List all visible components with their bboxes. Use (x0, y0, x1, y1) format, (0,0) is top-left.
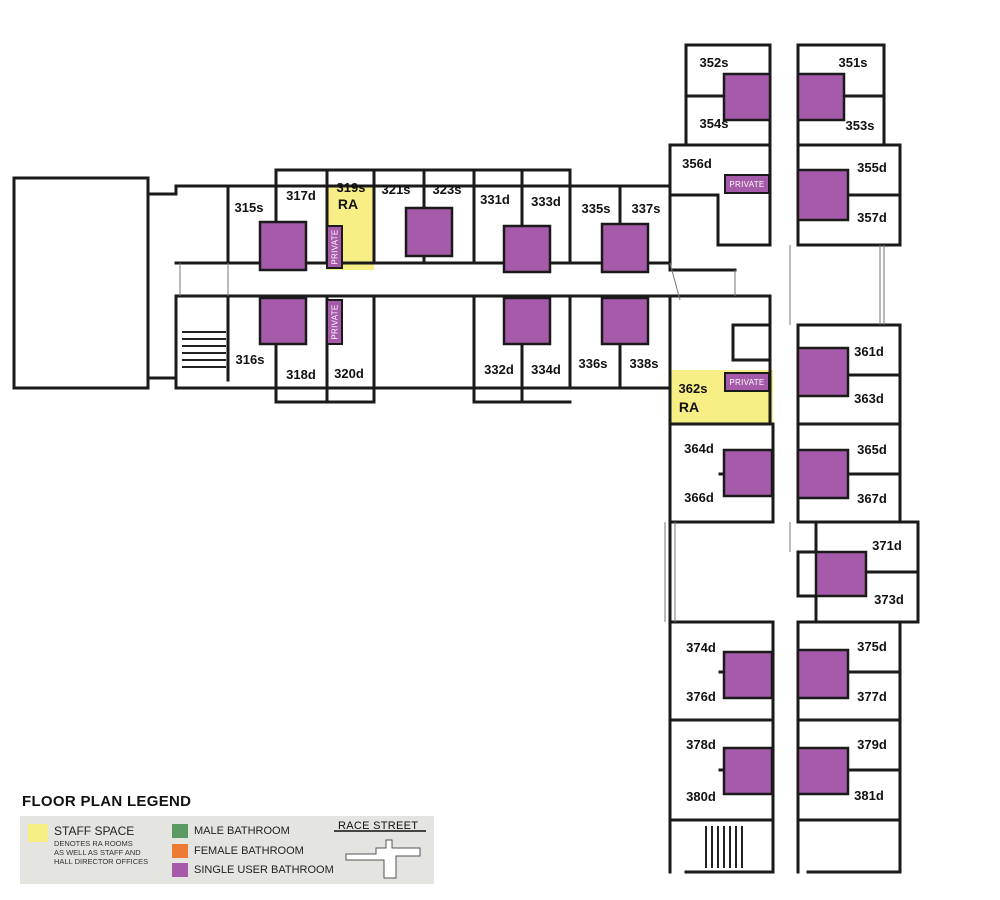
room-label-323s: 323s (433, 182, 462, 197)
room-label-378d: 378d (686, 737, 716, 752)
private-label: PRIVATE (331, 229, 340, 264)
room-label-355d: 355d (857, 160, 887, 175)
room-label-366d: 366d (684, 490, 714, 505)
legend-staff-space: STAFF SPACE (54, 824, 135, 838)
private-label: PRIVATE (331, 304, 340, 339)
female-bathroom-swatch (172, 844, 188, 858)
floor-plan-legend: FLOOR PLAN LEGEND STAFF SPACE DENOTES RA… (20, 793, 440, 884)
room-label-381d: 381d (854, 788, 884, 803)
room-label-354s: 354s (700, 116, 729, 131)
room-label-318d: 318d (286, 367, 316, 382)
single-user-bathroom (796, 168, 850, 222)
private-bathroom (326, 299, 343, 345)
ra-label-362s: RA (679, 399, 699, 415)
single-user-bathroom (814, 550, 868, 598)
room-label-357d: 357d (857, 210, 887, 225)
room-label-363d: 363d (854, 391, 884, 406)
room-label-365d: 365d (857, 442, 887, 457)
private-bathroom (724, 174, 770, 194)
single-user-bathroom (258, 296, 308, 346)
room-label-374d: 374d (686, 640, 716, 655)
room-label-321s: 321s (382, 182, 411, 197)
room-label-335s: 335s (582, 201, 611, 216)
single-user-bathroom (502, 224, 552, 274)
private-label: PRIVATE (729, 378, 764, 387)
single-user-bathroom (796, 346, 850, 398)
room-label-334d: 334d (531, 362, 561, 377)
room-label-361d: 361d (854, 344, 884, 359)
single-user-bathroom (600, 296, 650, 346)
room-label-353s: 353s (846, 118, 875, 133)
room-label-379d: 379d (857, 737, 887, 752)
room-label-356d: 356d (682, 156, 712, 171)
legend-title: FLOOR PLAN LEGEND (22, 793, 192, 810)
single-user-bathroom (796, 648, 850, 700)
room-label-332d: 332d (484, 362, 514, 377)
ra-label-319s: RA (338, 196, 358, 212)
single-user-bathroom-swatch (172, 863, 188, 877)
room-label-336s: 336s (579, 356, 608, 371)
room-label-319s: 319s (337, 180, 366, 195)
single-user-bathroom (600, 222, 650, 274)
room-label-380d: 380d (686, 789, 716, 804)
room-label-376d: 376d (686, 689, 716, 704)
legend-box: STAFF SPACE DENOTES RA ROOMS AS WELL AS … (20, 816, 434, 884)
building-locator-icon (334, 830, 426, 879)
room-label-364d: 364d (684, 441, 714, 456)
single-user-bathroom (722, 448, 774, 498)
single-user-bathroom (796, 746, 850, 796)
room-label-351s: 351s (839, 55, 868, 70)
legend-female-bathroom: FEMALE BATHROOM (194, 845, 304, 857)
private-bathroom (326, 225, 343, 269)
staff-space-swatch (28, 824, 48, 842)
single-user-bathroom (258, 220, 308, 272)
legend-male-bathroom: MALE BATHROOM (194, 825, 290, 837)
legend-race-street: RACE STREET (338, 820, 419, 832)
room-label-316s: 316s (236, 352, 265, 367)
single-user-bathroom (404, 206, 454, 258)
room-label-377d: 377d (857, 689, 887, 704)
room-label-331d: 331d (480, 192, 510, 207)
room-label-371d: 371d (872, 538, 902, 553)
room-label-367d: 367d (857, 491, 887, 506)
single-user-bathroom (796, 448, 850, 500)
room-label-320d: 320d (334, 366, 364, 381)
room-label-333d: 333d (531, 194, 561, 209)
room-label-375d: 375d (857, 639, 887, 654)
room-label-317d: 317d (286, 188, 316, 203)
single-user-bathroom (722, 746, 774, 796)
room-label-337s: 337s (632, 201, 661, 216)
room-label-362s: 362s (679, 381, 708, 396)
male-bathroom-swatch (172, 824, 188, 838)
legend-single-user-bathroom: SINGLE USER BATHROOM (194, 864, 334, 876)
single-user-bathroom (722, 650, 774, 700)
single-user-bathroom (502, 296, 552, 346)
room-label-338s: 338s (630, 356, 659, 371)
private-bathroom (724, 372, 770, 392)
room-label-352s: 352s (700, 55, 729, 70)
room-label-315s: 315s (235, 200, 264, 215)
single-user-bathroom (722, 72, 772, 122)
room-label-373d: 373d (874, 592, 904, 607)
private-label: PRIVATE (729, 180, 764, 189)
legend-staff-note: DENOTES RA ROOMS AS WELL AS STAFF AND HA… (54, 839, 149, 866)
single-user-bathroom (796, 72, 846, 122)
